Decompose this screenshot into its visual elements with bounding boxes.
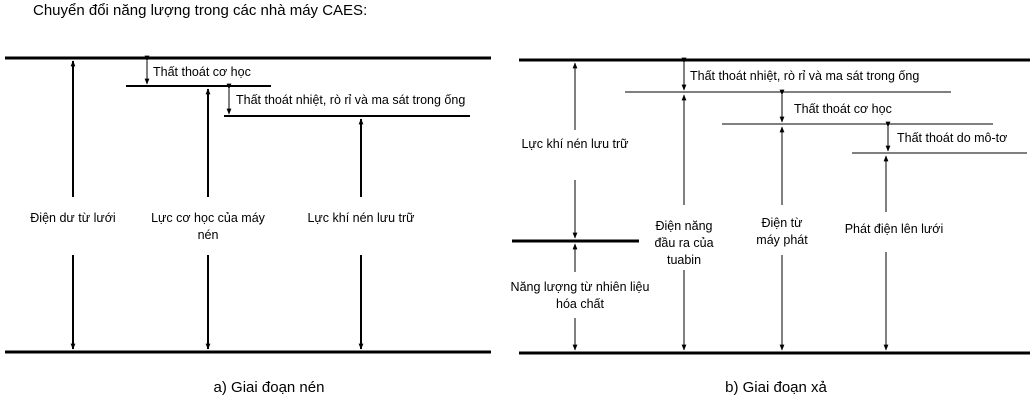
panel-a-grid-surplus-label: Điện dư từ lưới (30, 211, 115, 225)
panel-b-mechanical-loss-label: Thất thoát cơ học (794, 102, 892, 116)
panel-a-compressor-label-line2: nén (198, 228, 219, 242)
panel-b-storage-label: Lực khí nén lưu trữ (521, 137, 628, 151)
panel-b-discharge: Thất thoát nhiệt, rò rỉ và ma sát trong … (511, 57, 1030, 396)
panel-b-fuel-label-line1: Năng lượng từ nhiên liệu (511, 280, 650, 294)
panel-b-turbine-label-line1: Điện năng (656, 219, 713, 233)
panel-b-turbine-label-line3: tuabin (667, 253, 701, 267)
panel-a-compressor-label-line1: Lực cơ học của máy (151, 211, 266, 225)
panel-b-caption: b) Giai đoạn xả (725, 379, 827, 396)
panel-b-grid-label: Phát điện lên lưới (845, 222, 944, 236)
panel-a-heat-loss-label: Thất thoát nhiệt, rò rỉ và ma sát trong … (236, 93, 465, 107)
panel-b-generator-label-line2: máy phát (756, 233, 808, 247)
panel-a-caption: a) Giai đoạn nén (214, 379, 325, 396)
page-title: Chuyển đổi năng lượng trong các nhà máy … (33, 2, 368, 19)
panel-a-mechanical-loss-label: Thất thoát cơ học (153, 65, 251, 79)
panel-b-heat-loss-label: Thất thoát nhiệt, rò rỉ và ma sát trong … (690, 69, 919, 83)
panel-b-generator-label-line1: Điện từ (761, 216, 802, 230)
panel-b-fuel-label-line2: hóa chất (556, 297, 604, 311)
panel-a-storage-label: Lực khí nén lưu trữ (307, 211, 414, 225)
panel-b-turbine-label-line2: đầu ra của (654, 236, 713, 250)
panel-a-compression: Thất thoát cơ học Thất thoát nhiệt, rò r… (5, 55, 491, 396)
panel-b-motor-loss-label: Thất thoát do mô-tơ (897, 131, 1007, 145)
